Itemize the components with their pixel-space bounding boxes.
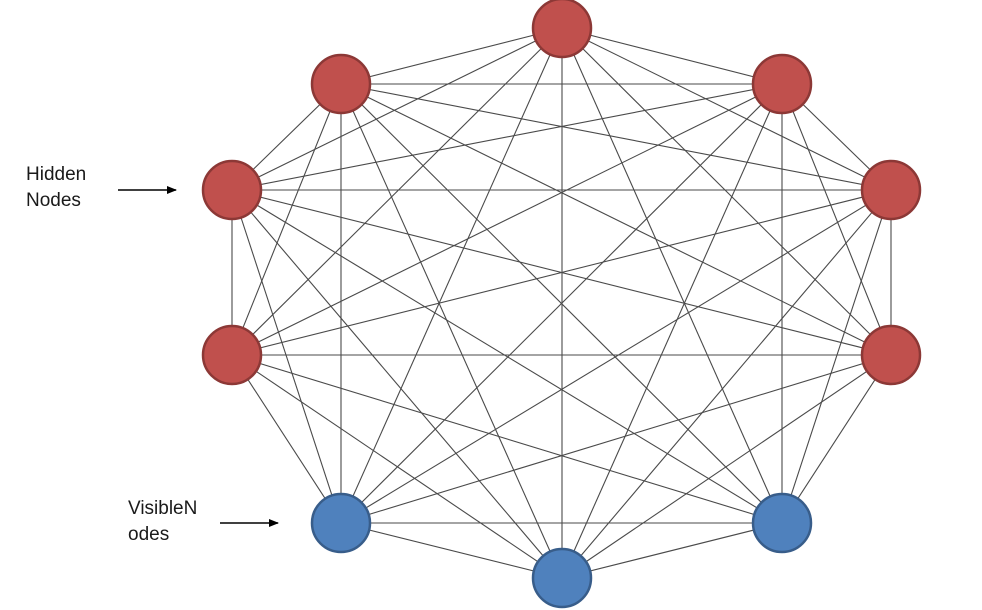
edges-group	[231, 27, 892, 579]
visible-nodes-label: VisibleN odes	[128, 496, 197, 548]
hidden-node-h1	[531, 0, 593, 59]
visible-node-v1	[310, 492, 372, 554]
edge-h7-v1	[340, 354, 892, 524]
edge-h7-v2	[781, 354, 892, 524]
edge-h1-h6	[231, 27, 563, 356]
edge-h6-v2	[231, 354, 783, 524]
edge-h7-v3	[561, 354, 892, 579]
edge-h1-v1	[340, 27, 563, 524]
edge-h4-v1	[231, 189, 342, 524]
edge-h6-v3	[231, 354, 563, 579]
hidden-node-h2	[310, 53, 372, 115]
hidden-node-h3	[751, 53, 813, 115]
edge-h1-h7	[561, 27, 892, 356]
edge-h2-h6	[231, 83, 342, 356]
edge-h3-h6	[231, 83, 783, 356]
nodes-group	[201, 0, 922, 609]
edge-h1-h2	[340, 27, 563, 85]
visible-node-v2	[751, 492, 813, 554]
hidden-node-h6	[201, 324, 263, 386]
hidden-node-h5	[860, 159, 922, 221]
edge-h3-h4	[231, 83, 783, 191]
hidden-label-line-1: Hidden	[26, 164, 87, 185]
edge-h2-h5	[340, 83, 892, 191]
visible-label-line-2: odes	[128, 524, 170, 545]
edge-h5-h6	[231, 189, 892, 356]
edge-h3-h7	[781, 83, 892, 356]
visible-label-line-1: VisibleN	[128, 498, 198, 519]
edge-h2-h7	[340, 83, 892, 356]
edge-h6-v1	[231, 354, 342, 524]
edge-h4-v3	[231, 189, 563, 579]
hidden-label-line-2: Nodes	[26, 190, 81, 211]
edge-v2-v3	[561, 522, 783, 579]
edge-h1-h3	[561, 27, 783, 85]
edge-h4-v2	[231, 189, 783, 524]
edge-h3-v1	[340, 83, 783, 524]
edge-h1-v2	[561, 27, 783, 524]
hidden-node-h4	[201, 159, 263, 221]
hidden-nodes-label: Hidden Nodes	[26, 162, 86, 214]
edge-h1-h4	[231, 27, 563, 191]
hidden-node-h7	[860, 324, 922, 386]
edge-h5-v2	[781, 189, 892, 524]
visible-node-v3	[531, 547, 593, 609]
edge-h2-v3	[340, 83, 563, 579]
edge-h5-v3	[561, 189, 892, 579]
edge-v1-v3	[340, 522, 563, 579]
edge-h3-v3	[561, 83, 783, 579]
edge-h1-h5	[561, 27, 892, 191]
edge-h5-v1	[340, 189, 892, 524]
